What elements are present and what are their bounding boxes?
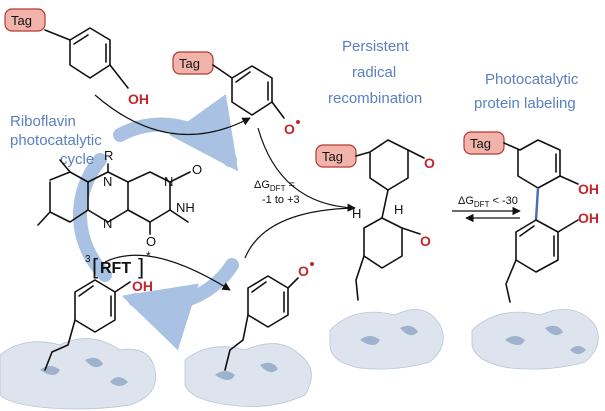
h-atom-1: H (352, 206, 361, 221)
tag-label: Tag (11, 13, 32, 28)
hydroxyl-label: OH (132, 278, 153, 294)
r-group-label: R (104, 148, 113, 163)
svg-text:[: [ (92, 254, 98, 279)
protein-tyrosine: OH (0, 278, 157, 410)
svg-text:Photocatalytic: Photocatalytic (485, 71, 579, 88)
tagged-phenoxyl-radical: Tag O (172, 51, 300, 137)
hydroxyl-top: OH (578, 181, 599, 197)
delta-g-recombination: ΔGDFT = -1 to +3 (254, 179, 300, 206)
photocatalytic-cycle-arrow (72, 94, 239, 351)
ketone-o-top: O (192, 162, 202, 177)
svg-text:photocatalytic: photocatalytic (10, 132, 102, 149)
radical-arrow-bottom (244, 207, 356, 259)
tag-label: Tag (179, 56, 200, 71)
radical-oxygen-label: O (284, 121, 295, 137)
labeling-label: Photocatalytic protein labeling (474, 71, 579, 112)
delta-g-range: -1 to +3 (262, 194, 300, 206)
svg-text:cycle: cycle (60, 151, 94, 168)
n-atom-label-2: N (164, 174, 173, 189)
carbonyl-o-top: O (424, 155, 435, 171)
svg-text:3: 3 (85, 254, 91, 265)
svg-text:radical: radical (352, 64, 396, 81)
tag-label: Tag (470, 136, 491, 151)
riboflavin-structure: R N N N O NH O (37, 148, 202, 249)
nh-label: NH (176, 200, 195, 215)
svg-text:]: ] (138, 254, 144, 279)
oxidation-arrow-bottom (104, 254, 231, 291)
tag-label: Tag (322, 149, 343, 164)
oxidation-arrow-top (94, 94, 251, 135)
equilibrium-arrows: ΔGDFT < -30 (452, 195, 521, 223)
radical-arrow-top (257, 127, 356, 212)
hydroxyl-bottom: OH (578, 210, 599, 226)
svg-text:recombination: recombination (328, 90, 422, 107)
svg-text:ΔGDFT =: ΔGDFT = (254, 179, 295, 193)
rft-name: RFT (100, 260, 131, 277)
protein-tyrosyl-radical: O (184, 262, 314, 407)
recombination-label: Persistent radical recombination (328, 38, 422, 107)
n-atom-label-3: N (103, 216, 112, 231)
h-atom-2: H (394, 202, 403, 217)
svg-text:ΔGDFT < -30: ΔGDFT < -30 (458, 195, 518, 209)
cycle-label: Riboflavin photocatalytic cycle (10, 113, 102, 168)
svg-text:protein labeling: protein labeling (474, 95, 576, 112)
labeled-protein: Tag OH OH (463, 131, 599, 370)
radical-oxygen-label: O (298, 263, 309, 279)
ketone-o-bottom: O (146, 234, 156, 249)
n-atom-label: N (103, 174, 112, 189)
tagged-phenol: Tag OH (4, 8, 149, 107)
carbonyl-o-bottom: O (420, 233, 431, 249)
svg-text:Persistent: Persistent (342, 38, 410, 55)
svg-text:Riboflavin: Riboflavin (10, 113, 76, 130)
recombination-adduct: Tag O H H O (315, 139, 444, 370)
rft-label: 3 [ RFT ] * (85, 249, 151, 279)
hydroxyl-label: OH (128, 91, 149, 107)
